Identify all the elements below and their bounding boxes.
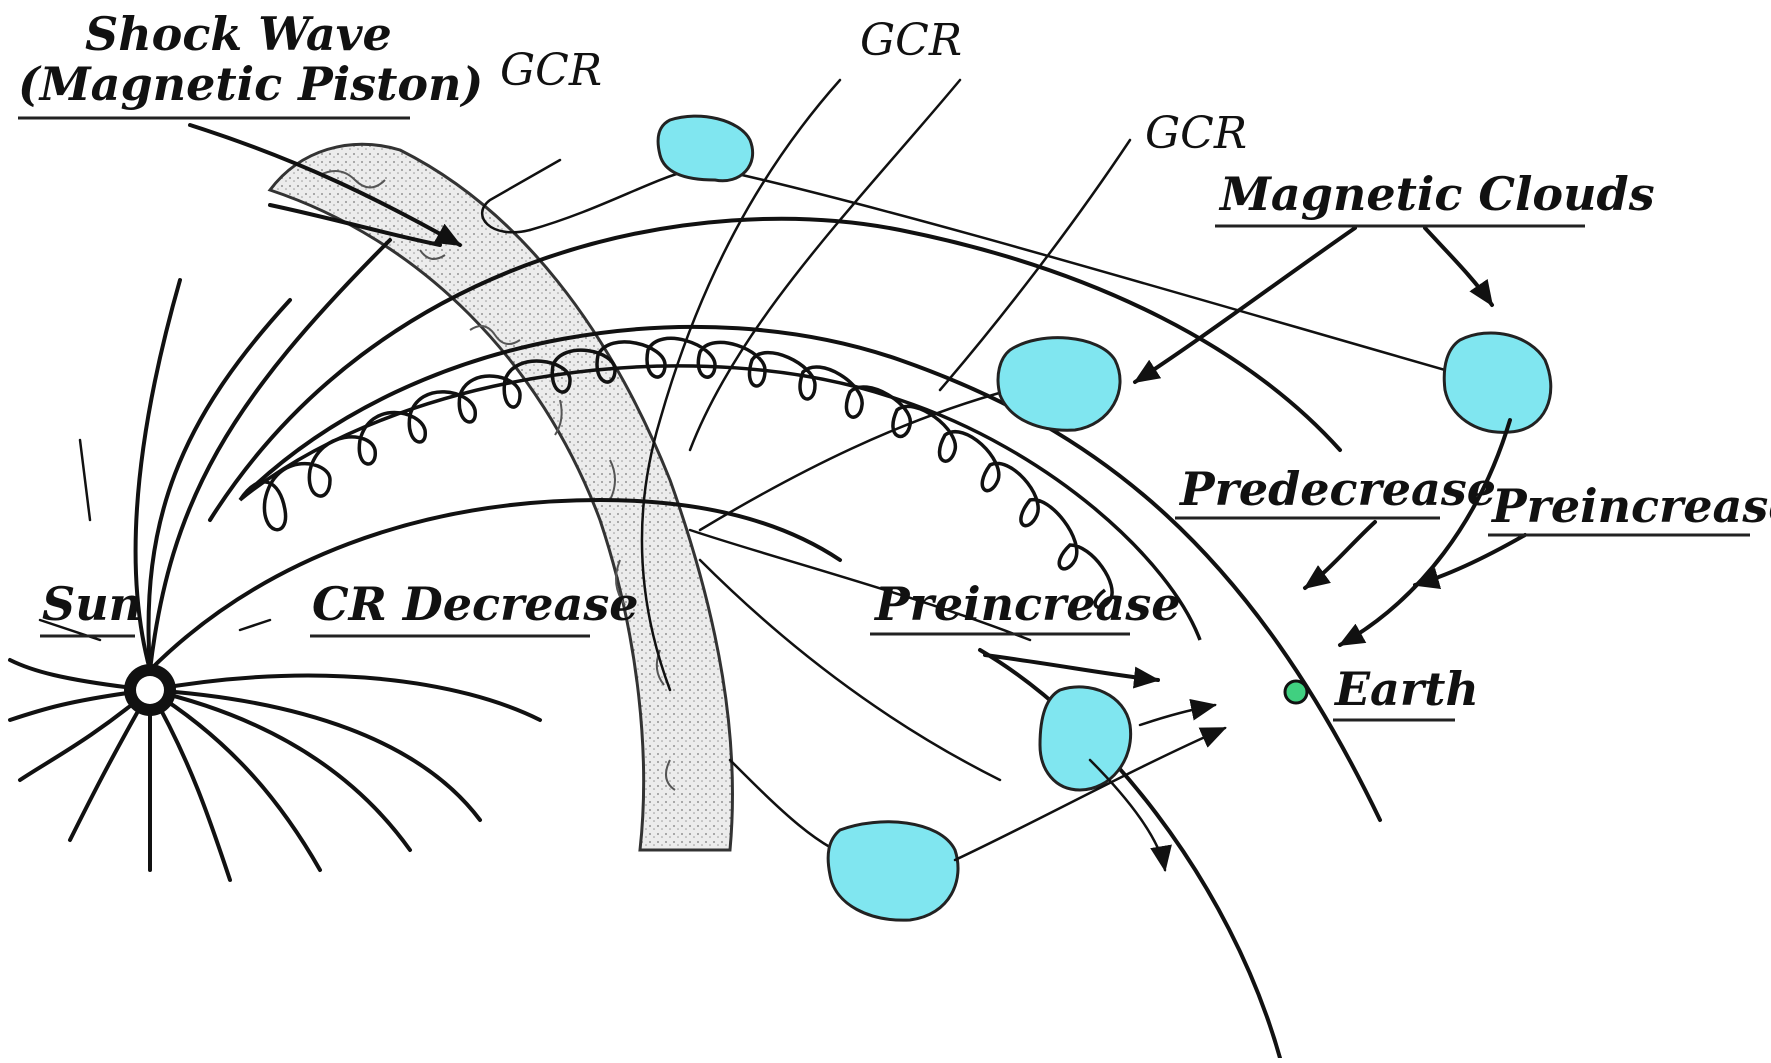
label-earth: Earth [1333, 662, 1479, 716]
label-gcr-2: GCR [860, 15, 962, 66]
label-sun: Sun [42, 577, 142, 631]
magnetic-cloud-bottom [828, 822, 958, 920]
field-arcs [210, 219, 1380, 1058]
magnetic-cloud-middle [998, 338, 1120, 431]
label-cr-decrease: CR Decrease [312, 577, 639, 631]
label-gcr-3: GCR [1145, 108, 1247, 159]
label-gcr-1: GCR [500, 45, 602, 96]
earth-marker [1285, 681, 1307, 703]
magnetic-cloud-lower [1040, 687, 1131, 790]
magnetic-cloud-top [658, 116, 753, 181]
label-shock-wave-line1: Shock Wave [85, 7, 392, 61]
label-preincrease-center: Preincrease [873, 577, 1181, 631]
magnetic-cloud-right [1444, 333, 1551, 432]
label-preincrease-right: Preincrease [1490, 479, 1771, 533]
shock-wave-band [270, 144, 733, 850]
label-magnetic-clouds: Magnetic Clouds [1218, 167, 1655, 221]
label-shock-wave-line2: (Magnetic Piston) [18, 57, 483, 111]
label-predecrease: Predecrease [1178, 462, 1496, 516]
sun [124, 664, 176, 716]
